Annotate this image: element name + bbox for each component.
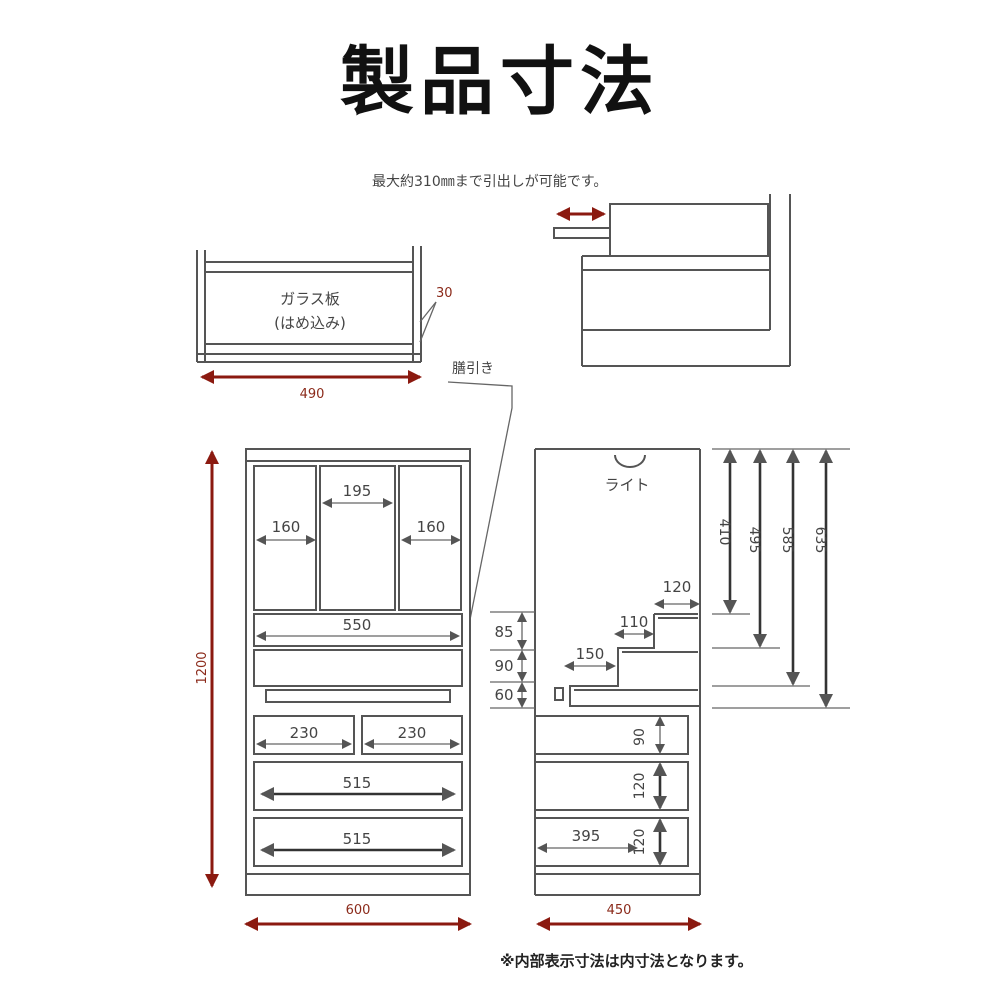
glass-panel-detail: ガラス板 (はめ込み) 30 490 [196,246,453,402]
side-view: ライト 120 110 150 85 90 60 90 120 120 [490,448,702,931]
front-view: 160 195 160 550 230 230 515 515 1200 600 [195,448,472,931]
side-step-h3: 60 [494,686,513,704]
side-step-h2: 90 [494,657,513,675]
side-inner-depth: 395 [572,827,601,845]
side-drawer-h3: 120 [632,829,648,856]
height-dimensions: 410 495 585 635 [712,448,850,709]
front-right-door: 160 [417,518,446,536]
drawer-pullout-detail: 最大約310㎜まで引出しが可能です。 [372,174,791,367]
front-drawer-small-right: 230 [398,724,427,742]
side-step-top: 120 [663,578,692,596]
light-cutout [614,454,646,468]
front-center-door: 195 [343,482,372,500]
side-step-low: 150 [576,645,605,663]
height-635: 635 [812,527,828,554]
side-label: 膳引き [452,361,494,377]
front-width: 600 [346,903,371,918]
front-height: 1200 [195,651,210,684]
side-step-mid: 110 [620,613,649,631]
footer-note: ※内部表示寸法は内寸法となります。 [500,952,753,970]
front-shelf: 550 [343,616,372,634]
glass-thickness: 30 [436,286,453,301]
glass-width: 490 [300,387,325,402]
side-drawer-h1: 90 [632,728,648,746]
page-title: 製品寸法 [340,39,660,125]
glass-label-2: (はめ込み) [274,314,346,332]
front-left-door: 160 [272,518,301,536]
drawer-note: 最大約310㎜まで引出しが可能です。 [372,174,607,190]
side-drawer-h2: 120 [632,773,648,800]
height-495: 495 [746,527,762,554]
height-410: 410 [716,519,732,546]
glass-label-1: ガラス板 [280,290,340,308]
height-585: 585 [779,527,795,554]
side-depth: 450 [607,903,632,918]
light-label: ライト [604,476,649,494]
front-drawer-large-1: 515 [343,774,372,792]
front-drawer-small-left: 230 [290,724,319,742]
front-drawer-large-2: 515 [343,830,372,848]
side-leader-line [447,381,513,661]
side-step-h1: 85 [494,623,513,641]
